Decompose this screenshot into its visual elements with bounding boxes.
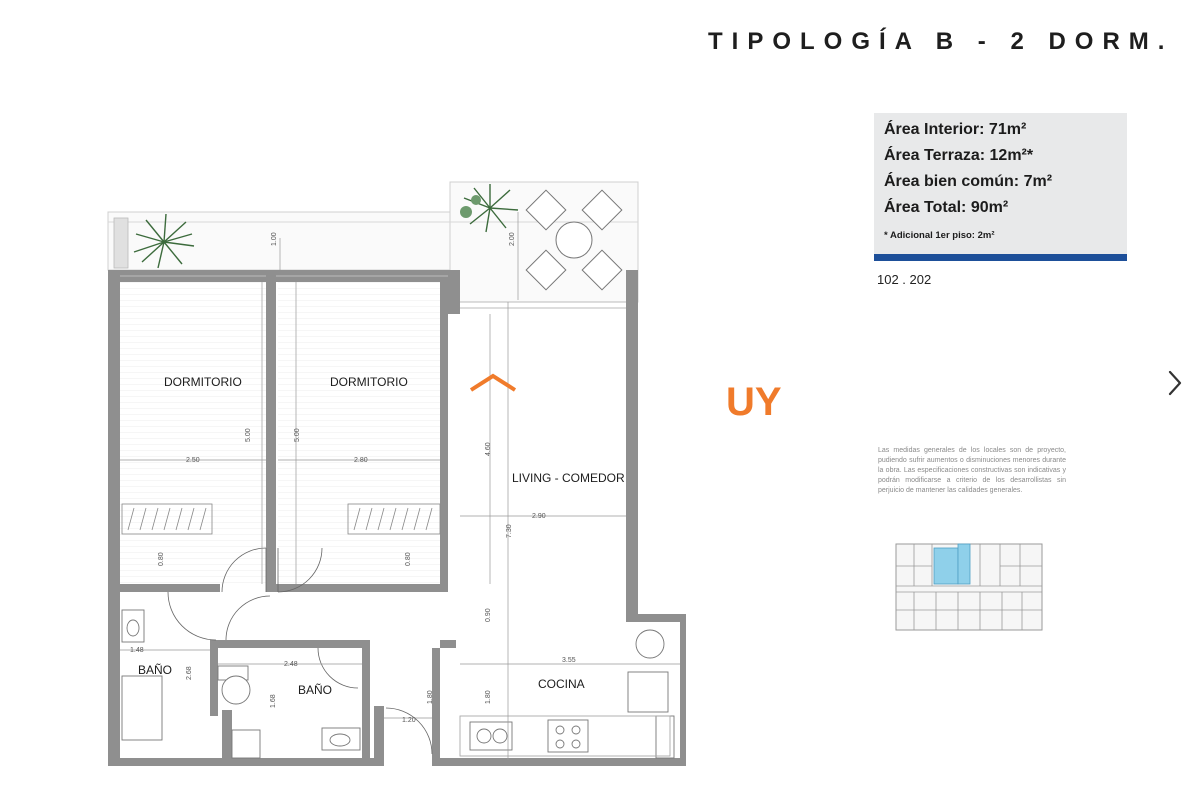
area-note: * Adicional 1er piso: 2m² xyxy=(884,230,995,241)
dim-kitchen-width: 3.55 xyxy=(562,657,576,664)
dim-bano2-length: 1.68 xyxy=(270,694,277,708)
plant-icon xyxy=(460,184,519,233)
accent-bar xyxy=(874,254,1127,261)
area-terrace: Área Terraza: 12m²* xyxy=(884,147,1034,164)
dim-dorm2-length: 5.00 xyxy=(294,428,301,442)
room-label-living: LIVING - COMEDOR xyxy=(512,471,625,485)
dim-terrace-left: 1.00 xyxy=(271,232,278,246)
disclaimer-text: Las medidas generales de los locales son… xyxy=(878,447,1066,494)
page-title: TIPOLOGÍA B - 2 DORM. xyxy=(708,28,1174,55)
dim-entry-depth: 1.80 xyxy=(427,690,434,704)
dimension-lines xyxy=(120,212,680,760)
walls xyxy=(108,270,686,766)
kitchen-fixtures xyxy=(459,629,675,759)
dim-living-length: 4.60 xyxy=(485,442,492,456)
dim-total-length: 7.30 xyxy=(506,524,513,538)
area-total: Área Total: 90m² xyxy=(884,199,1009,216)
key-plan xyxy=(895,543,1043,631)
dim-kitchen-depth: 1.80 xyxy=(485,690,492,704)
dim-living-width: 2.90 xyxy=(532,513,546,520)
room-label-bano-2: BAÑO xyxy=(298,683,332,697)
dim-dorm1-width: 2.50 xyxy=(186,457,200,464)
dim-dorm2-closet: 0.80 xyxy=(405,552,412,566)
room-label-dormitorio-1: DORMITORIO xyxy=(164,375,242,389)
house-icon xyxy=(468,372,518,399)
doors xyxy=(167,547,433,755)
dim-entry-width: 1.20 xyxy=(402,717,416,724)
area-summary-panel: Área Interior: 71m² Área Terraza: 12m²* … xyxy=(874,113,1127,254)
plant-icon xyxy=(133,213,195,269)
dim-hall-depth: 0.90 xyxy=(485,608,492,622)
room-label-bano-1: BAÑO xyxy=(138,663,172,677)
chevron-right-icon[interactable] xyxy=(1160,366,1190,400)
dim-terrace-right: 2.00 xyxy=(509,232,516,246)
bathroom-fixtures xyxy=(121,609,361,759)
dim-bano1-width: 1.48 xyxy=(130,647,144,654)
room-label-cocina: COCINA xyxy=(538,677,585,691)
dim-dorm2-width: 2.80 xyxy=(354,457,368,464)
floor-areas xyxy=(120,282,444,584)
terrace-furniture xyxy=(525,189,623,291)
dim-bano2-width: 2.48 xyxy=(284,661,298,668)
windows xyxy=(120,275,626,309)
watermark-text: UY xyxy=(726,380,782,424)
area-common: Área bien común: 7m² xyxy=(884,173,1053,190)
dim-dorm1-closet: 0.80 xyxy=(158,552,165,566)
area-interior: Área Interior: 71m² xyxy=(884,121,1027,138)
closets xyxy=(121,503,441,535)
unit-code: 102 . 202 xyxy=(877,272,932,287)
room-label-dormitorio-2: DORMITORIO xyxy=(330,375,408,389)
dim-bano1-length: 2.68 xyxy=(186,666,193,680)
dim-dorm1-length: 5.00 xyxy=(245,428,252,442)
